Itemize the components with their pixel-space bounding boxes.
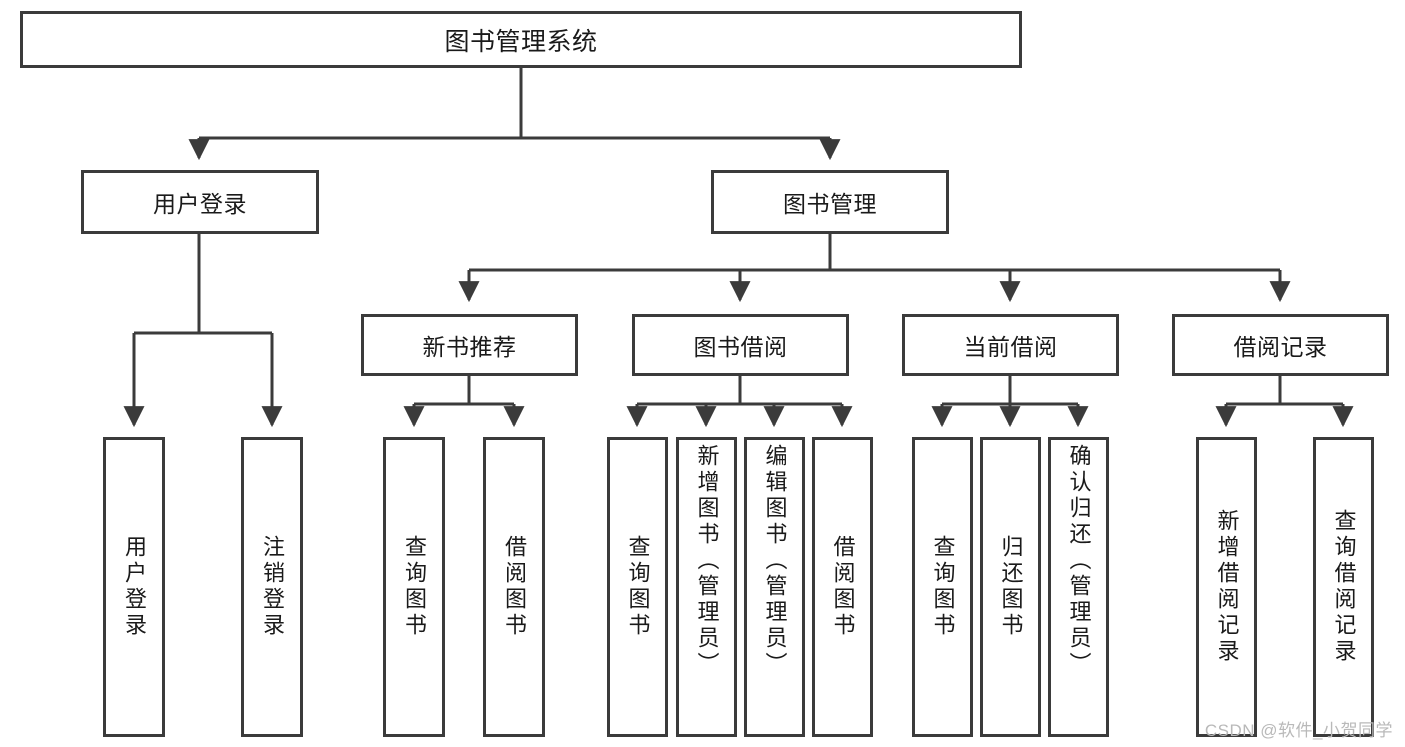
node-current-borrow[interactable]: 当前借阅 xyxy=(902,314,1119,376)
node-leaf-add-record[interactable]: 新增借阅记录 xyxy=(1196,437,1257,737)
node-leaf-borrow-book-rec-label: 借阅图书 xyxy=(502,535,527,639)
node-root[interactable]: 图书管理系统 xyxy=(20,11,1022,68)
node-leaf-logout-label: 注销登录 xyxy=(260,535,285,639)
node-new-book-rec[interactable]: 新书推荐 xyxy=(361,314,578,376)
node-leaf-query-record[interactable]: 查询借阅记录 xyxy=(1313,437,1374,737)
node-leaf-query-book-rec[interactable]: 查询图书 xyxy=(383,437,445,737)
node-leaf-query-book-current[interactable]: 查询图书 xyxy=(912,437,973,737)
node-root-label: 图书管理系统 xyxy=(444,27,598,56)
edge-borrowrecord-bus xyxy=(1215,376,1354,428)
edge-bookmanage-bus xyxy=(458,234,1291,303)
node-book-borrow-label: 图书借阅 xyxy=(693,334,788,360)
node-leaf-add-book[interactable]: 新增图书（管理员） xyxy=(676,437,737,737)
edge-currentborrow-bus xyxy=(931,376,1089,428)
node-book-borrow[interactable]: 图书借阅 xyxy=(632,314,849,376)
node-leaf-borrow-book-label: 借阅图书 xyxy=(830,535,856,639)
node-leaf-confirm-return-label: 确认归还（管理员） xyxy=(1066,444,1092,678)
node-leaf-query-book-borrow[interactable]: 查询图书 xyxy=(607,437,668,737)
node-current-borrow-label: 当前借阅 xyxy=(963,334,1058,360)
node-borrow-record[interactable]: 借阅记录 xyxy=(1172,314,1389,376)
node-leaf-borrow-book[interactable]: 借阅图书 xyxy=(812,437,873,737)
node-leaf-return-book[interactable]: 归还图书 xyxy=(980,437,1041,737)
node-user-login-label: 用户登录 xyxy=(153,191,247,217)
node-leaf-edit-book[interactable]: 编辑图书（管理员） xyxy=(744,437,805,737)
node-leaf-query-record-label: 查询借阅记录 xyxy=(1331,509,1357,665)
node-leaf-edit-book-label: 编辑图书（管理员） xyxy=(762,444,788,678)
node-leaf-query-book-borrow-label: 查询图书 xyxy=(625,535,651,639)
node-leaf-add-record-label: 新增借阅记录 xyxy=(1214,509,1240,665)
edge-newbookrec-bus xyxy=(403,376,525,428)
node-leaf-query-book-rec-label: 查询图书 xyxy=(402,535,427,639)
node-book-manage[interactable]: 图书管理 xyxy=(711,170,949,234)
node-leaf-user-login-label: 用户登录 xyxy=(122,535,147,639)
node-leaf-user-login[interactable]: 用户登录 xyxy=(103,437,165,737)
edge-bookborrow-bus xyxy=(626,376,853,428)
node-leaf-query-book-current-label: 查询图书 xyxy=(930,535,956,639)
node-leaf-borrow-book-rec[interactable]: 借阅图书 xyxy=(483,437,545,737)
node-borrow-record-label: 借阅记录 xyxy=(1233,334,1328,360)
edge-root-bus xyxy=(188,68,841,161)
node-leaf-add-book-label: 新增图书（管理员） xyxy=(694,444,720,678)
node-leaf-confirm-return[interactable]: 确认归还（管理员） xyxy=(1048,437,1109,737)
node-leaf-return-book-label: 归还图书 xyxy=(998,535,1024,639)
node-leaf-logout[interactable]: 注销登录 xyxy=(241,437,303,737)
node-new-book-rec-label: 新书推荐 xyxy=(422,334,517,360)
node-book-manage-label: 图书管理 xyxy=(783,191,877,217)
edge-userlogin-bus xyxy=(123,234,283,428)
watermark-text: CSDN @软件_小贺同学 xyxy=(1204,721,1393,740)
node-user-login[interactable]: 用户登录 xyxy=(81,170,319,234)
